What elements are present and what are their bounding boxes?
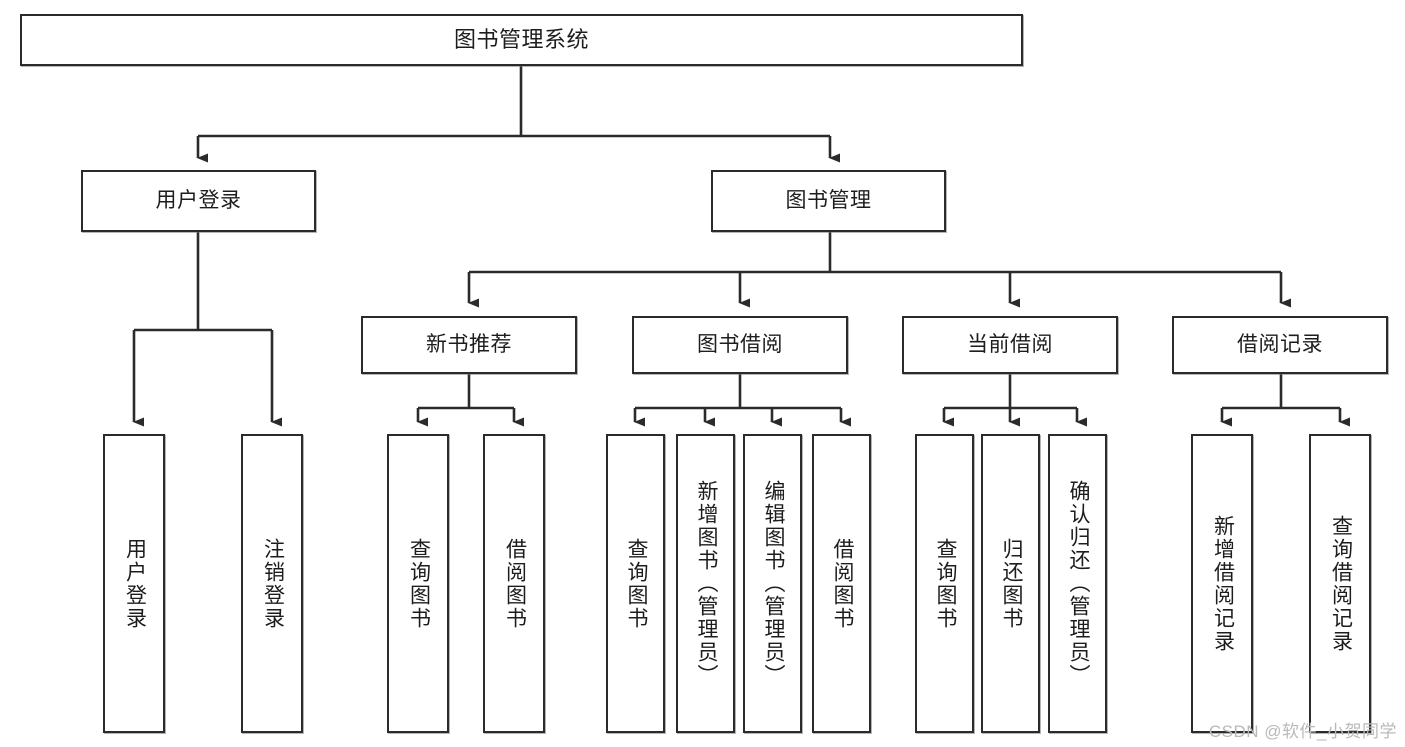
leaf-return-book[interactable]: 归还图书 [981,434,1040,733]
node-current-borrow[interactable]: 当前借阅 [902,316,1118,374]
node-label: 归还图书 [999,537,1023,630]
node-label: 新增图书（管理员） [694,480,718,687]
node-label: 借阅图书 [503,537,527,630]
leaf-user-login[interactable]: 用户登录 [103,434,165,733]
node-label: 编辑图书（管理员） [761,480,785,687]
leaf-query-borrow-record[interactable]: 查询借阅记录 [1309,434,1371,733]
node-label: 查询图书 [624,537,648,630]
node-label: 图书管理 [785,189,872,213]
node-label: 确认归还（管理员） [1066,480,1090,687]
node-user-login[interactable]: 用户登录 [81,170,316,232]
node-label: 新增借阅记录 [1211,514,1235,653]
leaf-query-book-recommend[interactable]: 查询图书 [387,434,449,733]
node-label: 用户登录 [155,189,242,213]
node-label: 用户登录 [123,537,147,630]
node-label: 新书推荐 [426,333,512,357]
leaf-borrow-book[interactable]: 借阅图书 [812,434,871,733]
node-label: 查询图书 [407,537,431,630]
node-label: 注销登录 [261,537,285,630]
node-label: 当前借阅 [967,333,1053,357]
node-label: 借阅记录 [1237,333,1323,357]
watermark-text: CSDN @软件_小贺同学 [1208,722,1397,741]
node-borrow-record[interactable]: 借阅记录 [1172,316,1388,374]
node-label: 查询图书 [933,537,957,630]
node-root-system[interactable]: 图书管理系统 [20,14,1023,66]
node-book-borrow[interactable]: 图书借阅 [632,316,848,374]
leaf-logout[interactable]: 注销登录 [241,434,303,733]
leaf-borrow-book-recommend[interactable]: 借阅图书 [483,434,545,733]
node-label: 图书借阅 [697,333,783,357]
leaf-add-borrow-record[interactable]: 新增借阅记录 [1191,434,1253,733]
node-book-management[interactable]: 图书管理 [711,170,946,232]
leaf-query-book-current[interactable]: 查询图书 [915,434,974,733]
node-new-book-recommend[interactable]: 新书推荐 [361,316,577,374]
leaf-query-book-borrow[interactable]: 查询图书 [606,434,665,733]
node-label: 查询借阅记录 [1329,514,1353,653]
node-label: 图书管理系统 [453,26,589,52]
leaf-edit-book-admin[interactable]: 编辑图书（管理员） [743,434,802,733]
leaf-add-book-admin[interactable]: 新增图书（管理员） [676,434,735,733]
node-label: 借阅图书 [830,537,854,630]
leaf-confirm-return-admin[interactable]: 确认归还（管理员） [1048,434,1107,733]
